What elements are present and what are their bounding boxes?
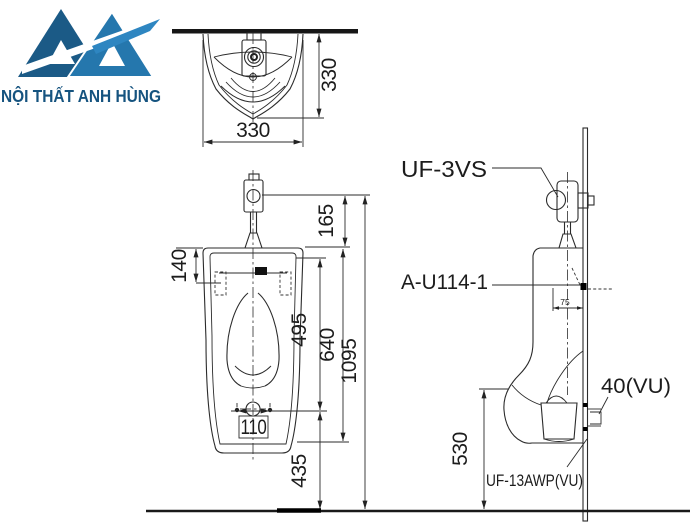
company-logo: NỘI THẤT ANH HÙNG <box>1 9 161 106</box>
label-spud-fitting: A-U114-1 <box>401 271 488 294</box>
dim-bolt-spacing: 110 <box>241 416 267 439</box>
logo-swoosh <box>22 20 152 74</box>
front-view: 110 140 165 495 435 640 1095 <box>168 170 370 510</box>
top-view: 330 330 <box>172 29 358 147</box>
wall-section-top <box>172 29 358 34</box>
floor-line <box>146 508 690 513</box>
dim-rim-to-drain: 495 <box>288 313 311 347</box>
dim-total-height: 1095 <box>338 338 361 383</box>
logo-swoosh-accent <box>92 19 160 54</box>
label-outlet-pipe: 40(VU) <box>601 375 671 398</box>
side-view: UF-3VS A-U114-1 75 40(VU) UF-13AWP(VU) 5… <box>401 127 671 522</box>
dim-rim-to-bracket: 140 <box>168 249 191 283</box>
dim-top-depth: 330 <box>318 58 341 92</box>
wall-section-side <box>582 127 589 522</box>
dim-valve-to-rim: 165 <box>315 204 338 238</box>
dim-top-width: 330 <box>236 119 270 142</box>
dim-drain-to-floor: 435 <box>288 454 311 488</box>
label-flush-valve: UF-3VS <box>401 156 487 182</box>
label-strainer: UF-13AWP(VU) <box>486 471 583 490</box>
dim-body-height: 640 <box>316 328 339 362</box>
brand-name: NỘI THẤT ANH HÙNG <box>1 85 161 106</box>
dim-outlet-height: 530 <box>449 432 472 466</box>
dim-wall-offset: 75 <box>560 297 570 307</box>
